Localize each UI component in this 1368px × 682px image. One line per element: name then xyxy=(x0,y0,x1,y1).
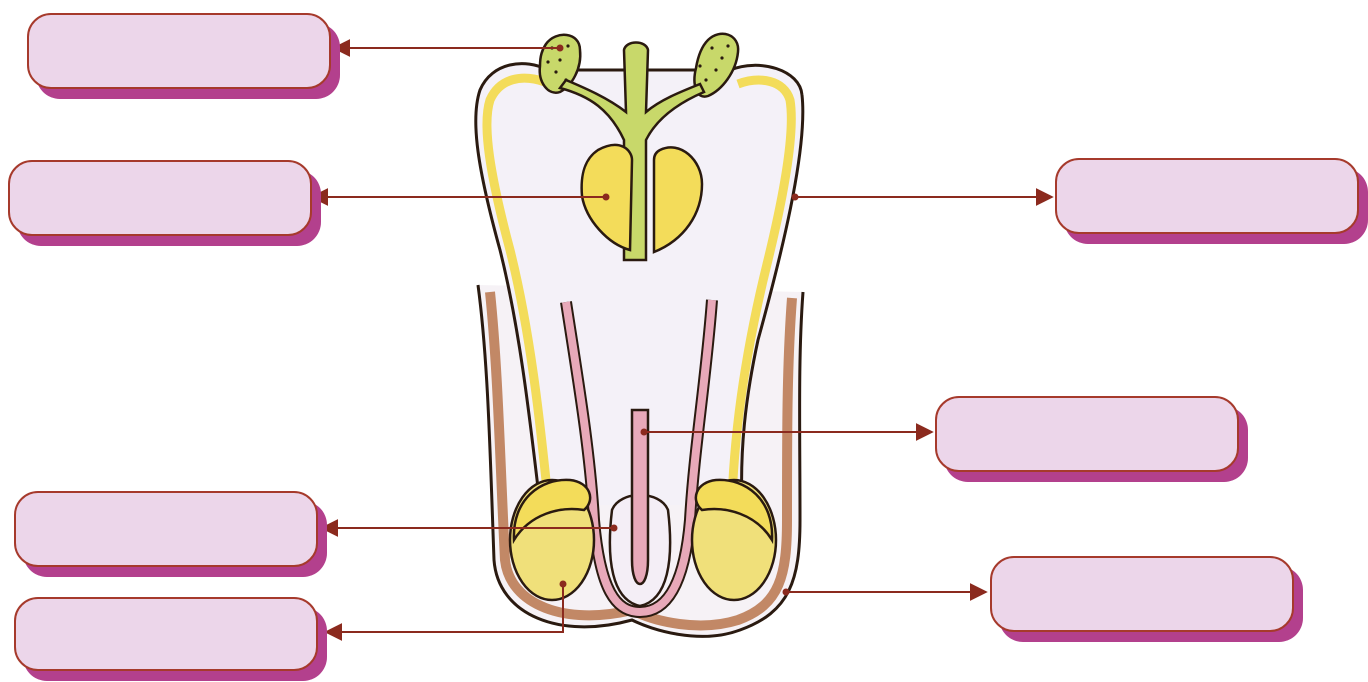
label-box-7[interactable] xyxy=(990,556,1294,632)
urethra xyxy=(632,410,648,584)
label-box-4[interactable] xyxy=(935,396,1239,472)
label-box-2[interactable] xyxy=(8,160,312,236)
label-box-1[interactable] xyxy=(27,13,331,89)
label-box-3[interactable] xyxy=(1055,158,1359,234)
label-box-5[interactable] xyxy=(14,491,318,567)
label-box-6[interactable] xyxy=(14,597,318,671)
